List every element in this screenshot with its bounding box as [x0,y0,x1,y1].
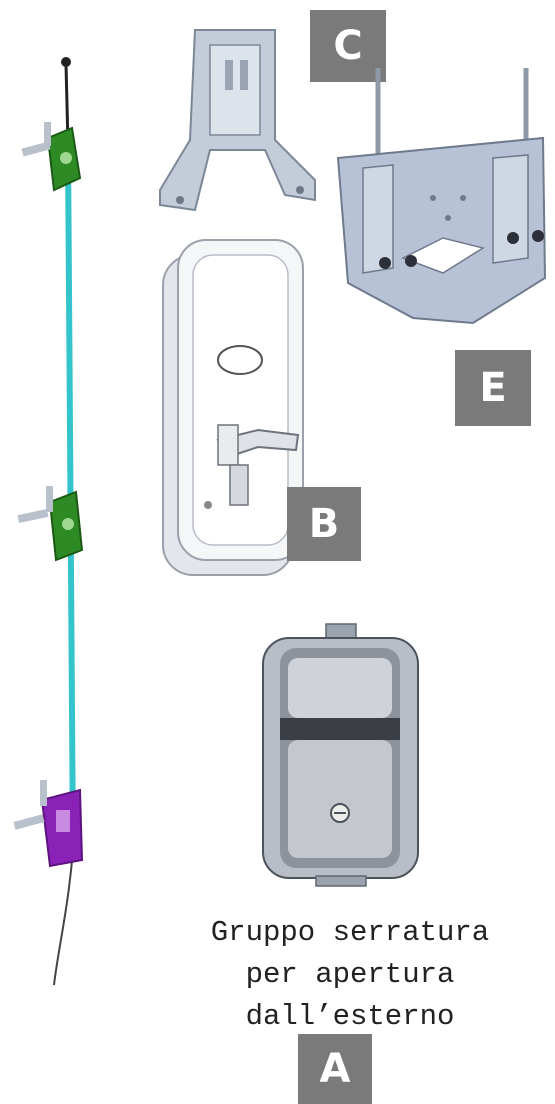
mounting-plate-e [333,68,553,348]
rod-bottom-wire [54,850,73,985]
purple-guide-bottom [13,780,82,866]
handle-b [158,235,308,585]
lock-group-a [258,620,428,890]
label-a: A [298,1034,372,1104]
lock-group-caption: Gruppo serratura per apertura dall’ester… [150,912,550,1038]
green-guide-middle [17,486,82,560]
rod-top-knob [61,57,71,67]
bracket-c [155,20,335,220]
rod-assembly [10,50,110,1050]
green-guide-top [21,122,80,190]
label-b: B [287,487,361,561]
label-e: E [455,350,531,426]
